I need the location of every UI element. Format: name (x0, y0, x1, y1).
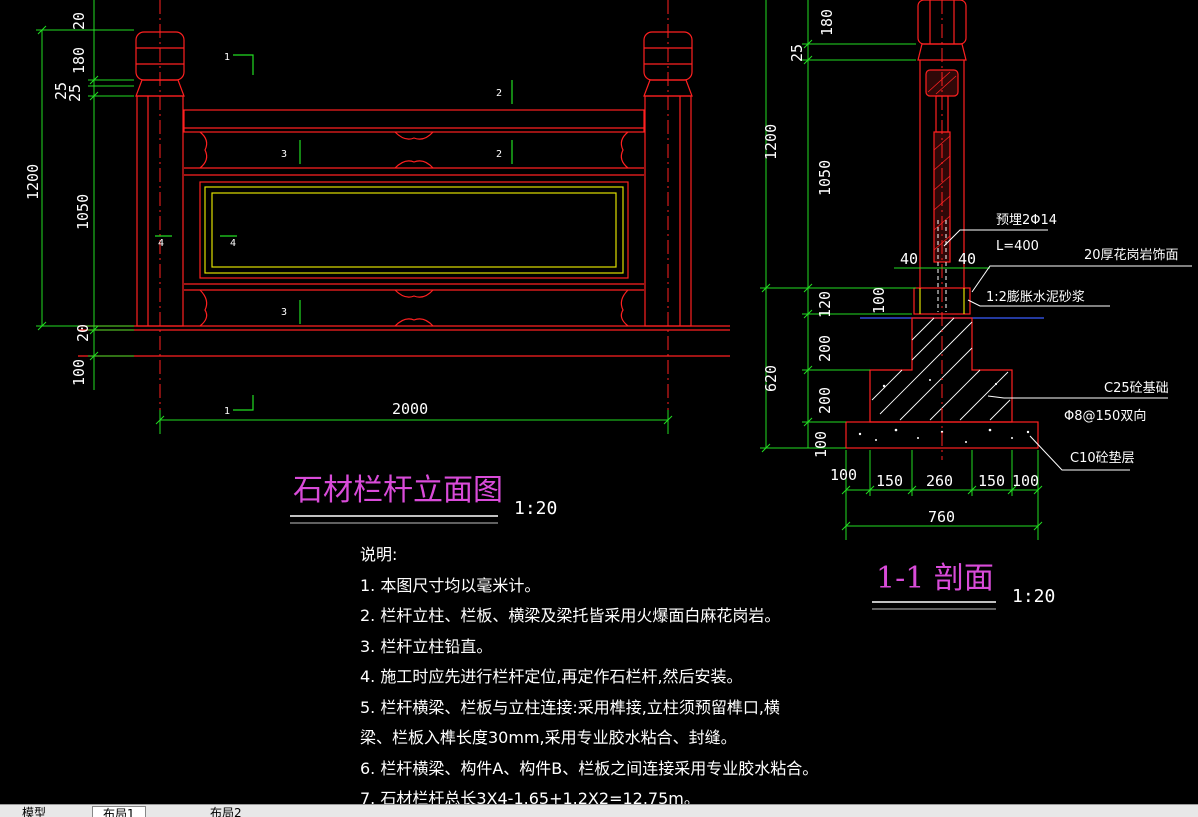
dim-sec-w150b: 150 (978, 472, 1005, 490)
dim-elev-180: 180 (70, 47, 88, 74)
dim-sec-620: 620 (762, 365, 780, 392)
dim-elev-20: 20 (74, 324, 92, 342)
dim-sec-w100b: 100 (1012, 472, 1039, 490)
elevation-panel (199, 181, 629, 279)
marker-2-mid: 2 (496, 149, 502, 160)
dim-elev-1050: 1050 (74, 194, 92, 230)
marker-4-left: 4 (158, 238, 164, 249)
dim-elev-25b: 25 (66, 84, 84, 102)
dim-sec-w150a: 150 (876, 472, 903, 490)
marker-1-top: 1 (224, 52, 230, 63)
note-item-1: 1. 本图尺寸均以毫米计。 (360, 575, 541, 595)
tab-model[interactable]: 模型 (22, 806, 47, 817)
dim-sec-200a: 200 (816, 335, 834, 362)
dim-sec-100: 100 (870, 287, 888, 314)
note-item-2: 2. 栏杆立柱、栏板、横梁及梁托皆采用火爆面白麻花岗岩。 (360, 606, 781, 625)
note-item-4: 4. 施工时应先进行栏杆定位,再定作石栏杆,然后安装。 (360, 667, 743, 686)
label-c25: C25砼基础 (1104, 381, 1169, 396)
dim-sec-40b: 40 (958, 250, 976, 268)
elevation-scale: 1:20 (514, 498, 557, 519)
dim-sec-100b: 100 (812, 431, 830, 458)
section-title: 1-1 剖面 (876, 561, 994, 596)
marker-3-bottom: 3 (281, 307, 287, 318)
note-item-5: 5. 栏杆横梁、栏板与立柱连接:采用榫接,立柱须预留榫口,横 (360, 697, 780, 717)
dim-sec-1050: 1050 (816, 160, 834, 196)
label-embed: 预埋2Φ14 (996, 213, 1057, 228)
layout-tab-bar: 模型 布局1 布局2 (0, 804, 1198, 817)
section-markers (155, 54, 513, 411)
section-scale: 1:20 (1012, 586, 1055, 607)
dim-sec-w100a: 100 (830, 466, 857, 484)
label-granite: 20厚花岗岩饰面 (1084, 247, 1179, 263)
section-dim-lines (760, 0, 1043, 540)
notes-block: 说明: 1. 本图尺寸均以毫米计。 2. 栏杆立柱、栏板、横梁及梁托皆采用火爆面… (360, 540, 830, 815)
dim-elev-1200: 1200 (24, 164, 42, 200)
dim-elev-20-top: 20 (70, 12, 88, 30)
elevation-title: 石材栏杆立面图 (293, 473, 503, 508)
dim-sec-40a: 40 (900, 250, 918, 268)
section-footing (845, 317, 1039, 449)
tab-layout-1[interactable]: 布局1 (92, 806, 146, 817)
marker-2-top: 2 (496, 88, 502, 99)
label-c10: C10砼垫层 (1070, 450, 1135, 466)
label-rebar: Φ8@150双向 (1064, 408, 1146, 424)
dim-elev-25a: 25 (52, 82, 70, 100)
dim-elev-100: 100 (70, 359, 88, 386)
section-leaders (943, 229, 1192, 471)
dim-sec-25: 25 (788, 44, 806, 62)
label-embed-length: L=400 (996, 239, 1039, 254)
section-rebars (937, 220, 947, 312)
note-item-7: 7. 石材栏杆总长3X4-1.65+1.2X2=12.75m。 (360, 789, 700, 808)
section-footing-hatch (871, 317, 1011, 421)
dim-sec-200b: 200 (816, 387, 834, 414)
elevation-drawing: 1 1 2 2 3 3 4 4 (24, 0, 730, 524)
dim-sec-w760: 760 (928, 508, 955, 526)
marker-1-bottom: 1 (224, 406, 230, 417)
dim-sec-180: 180 (818, 9, 836, 36)
notes-heading: 说明: (360, 545, 398, 564)
note-item-5-cont: 梁、栏板入榫长度30mm,采用专业胶水粘合、封缝。 (360, 728, 737, 747)
elevation-centerlines (159, 0, 669, 410)
section-gravel (858, 379, 1030, 443)
marker-4-right: 4 (230, 238, 236, 249)
dim-sec-120: 120 (816, 291, 834, 318)
dim-sec-w260: 260 (926, 472, 953, 490)
marker-3-top: 3 (281, 149, 287, 160)
elevation-ground (78, 325, 730, 357)
section-drawing: 180 25 1200 1050 120 100 620 200 200 100… (760, 0, 1192, 610)
elevation-dim-lines (36, 0, 673, 434)
dim-elev-2000: 2000 (392, 400, 428, 418)
dim-sec-1200: 1200 (762, 124, 780, 160)
note-item-6: 6. 栏杆横梁、构件A、构件B、栏板之间连接采用专业胶水粘合。 (360, 758, 819, 778)
elevation-beams (183, 109, 645, 327)
label-mortar: 1:2膨胀水泥砂浆 (986, 290, 1085, 305)
tab-layout-2[interactable]: 布局2 (210, 806, 242, 817)
note-item-3: 3. 栏杆立柱铅直。 (360, 636, 493, 656)
